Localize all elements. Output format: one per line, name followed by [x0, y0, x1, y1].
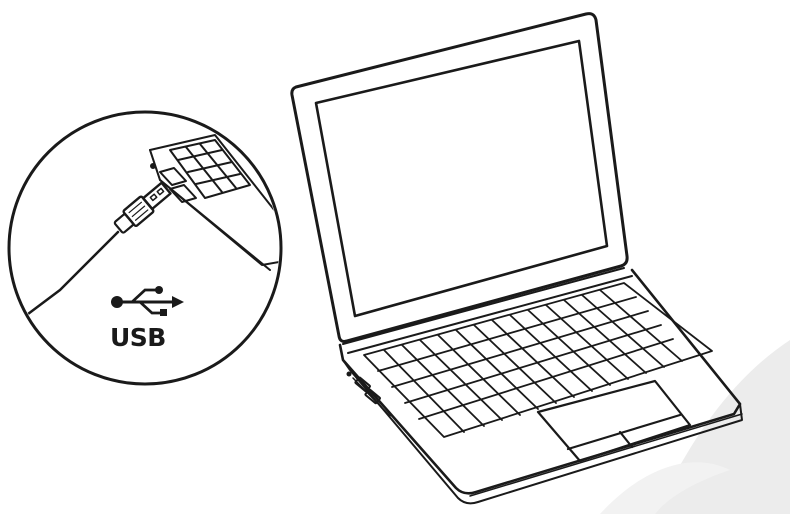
- zoom-circle: USB: [9, 112, 290, 384]
- laptop-trackpad: [538, 381, 690, 461]
- laptop-screen: [316, 41, 607, 316]
- laptop-lid: [292, 14, 627, 342]
- usb-label: USB: [110, 323, 166, 352]
- laptop-side-ports: [347, 372, 391, 417]
- laptop: [292, 14, 742, 504]
